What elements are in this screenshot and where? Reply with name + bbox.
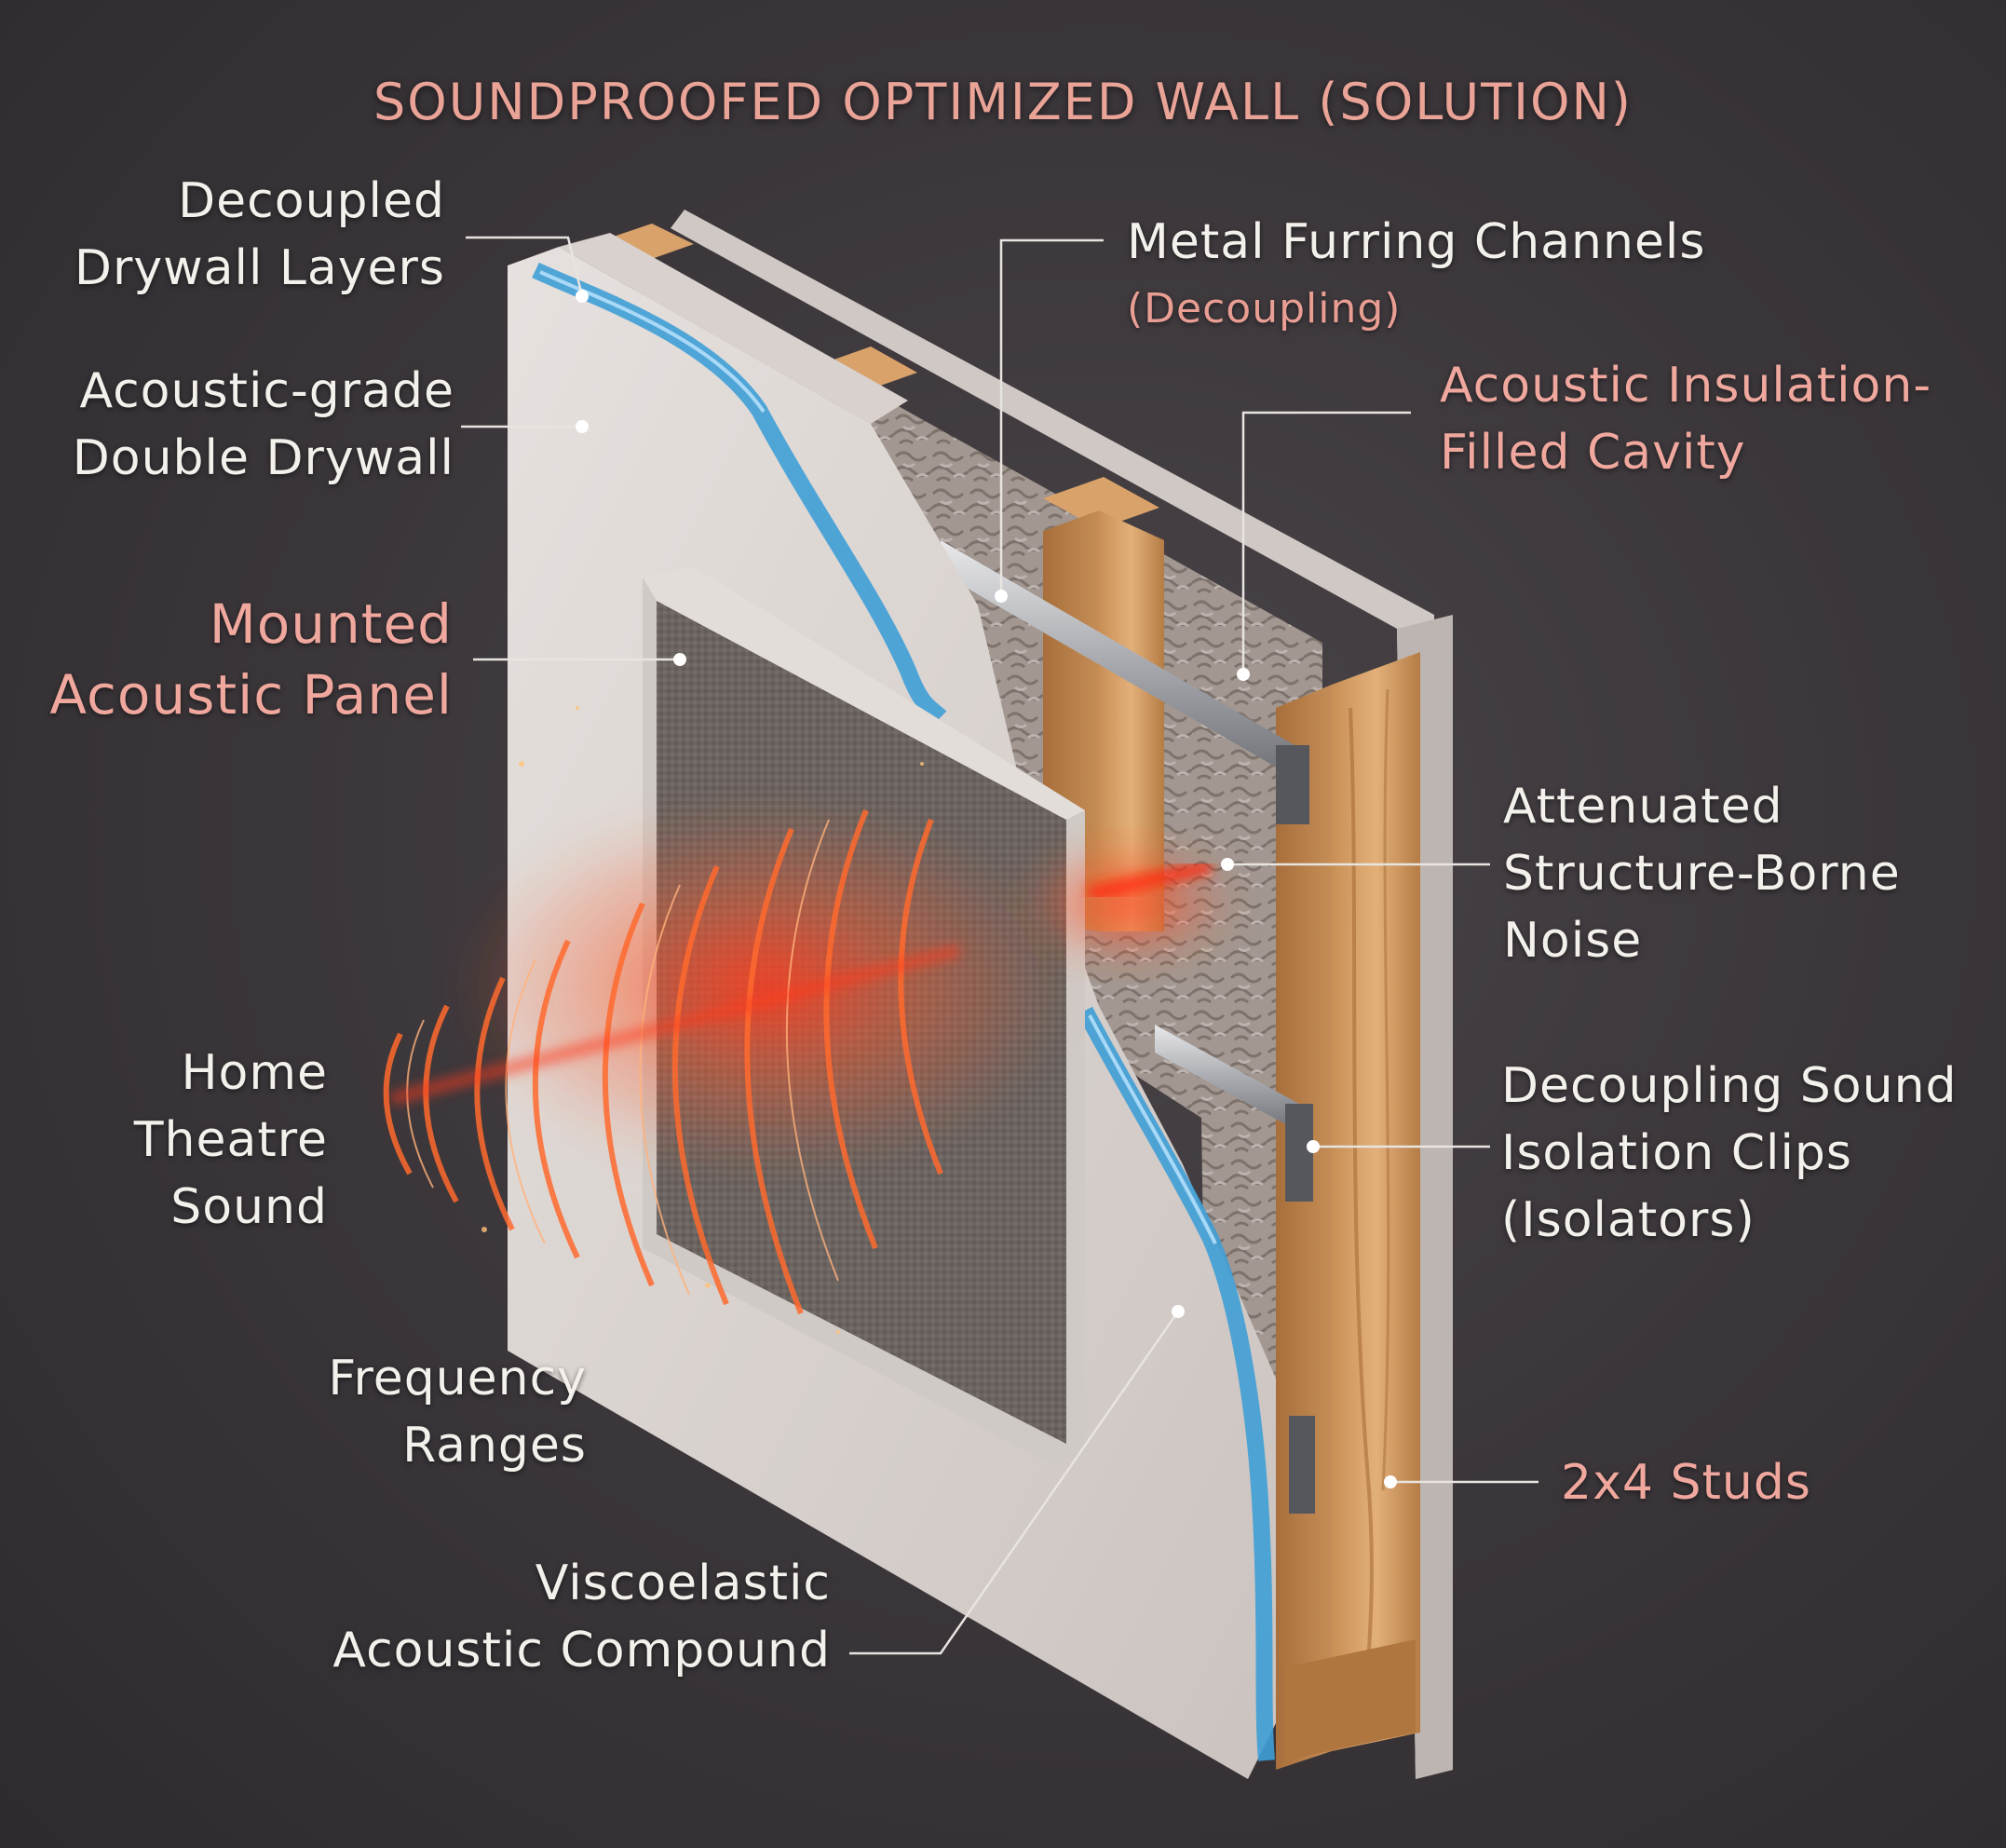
viscoelastic-layer (532, 262, 1275, 1761)
label-line: Ranges (402, 1418, 587, 1474)
diagram-title: SOUNDPROOFED OPTIMIZED WALL (SOLUTION) (373, 73, 1633, 131)
label-frequency-ranges: Frequency Ranges (328, 1345, 587, 1479)
label-line: Viscoelastic (535, 1556, 831, 1611)
label-line: Drywall Layers (74, 240, 445, 296)
furring-channels (941, 540, 1315, 1514)
label-mounted-panel: Mounted Acoustic Panel (49, 589, 453, 730)
label-acoustic-double-drywall: Acoustic-grade Double Drywall (73, 358, 454, 492)
label-line: Acoustic Compound (332, 1623, 831, 1678)
label-line: Acoustic Insulation- (1440, 358, 1932, 414)
label-furring-channels: Metal Furring Channels (Decoupling) (1127, 209, 1705, 343)
label-line: Isolation Clips (1501, 1125, 1852, 1181)
label-insulation-cavity: Acoustic Insulation- Filled Cavity (1440, 352, 1931, 486)
label-line: Attenuated (1503, 779, 1783, 835)
label-line: 2x4 Studs (1561, 1455, 1811, 1511)
label-isolation-clips: Decoupling Sound Isolation Clips (Isolat… (1501, 1053, 1958, 1254)
label-line: Home (181, 1045, 328, 1101)
label-line: Sound (170, 1179, 328, 1235)
leader-dots (576, 290, 1397, 1488)
label-line: Metal Furring Channels (1127, 214, 1706, 270)
label-line: Decoupled (178, 173, 445, 229)
label-viscoelastic: Viscoelastic Acoustic Compound (332, 1550, 831, 1684)
label-decoupled-drywall: Decoupled Drywall Layers (75, 168, 445, 302)
sound-waves (383, 706, 1239, 1334)
leader-lines (461, 236, 1538, 1655)
label-line: Theatre (133, 1112, 328, 1168)
label-line: Double Drywall (72, 430, 454, 486)
label-line: Mounted (209, 592, 453, 656)
label-line: Filled Cavity (1440, 425, 1746, 481)
label-line: Structure-Borne (1503, 846, 1901, 902)
label-line: Acoustic Panel (49, 663, 453, 727)
label-line: (Isolators) (1501, 1192, 1755, 1248)
label-line: Acoustic-grade (79, 363, 454, 419)
label-home-theatre: Home Theatre Sound (134, 1040, 328, 1241)
label-line: Noise (1503, 913, 1643, 969)
label-line: Frequency (328, 1351, 587, 1406)
label-line: Decoupling Sound (1501, 1058, 1958, 1114)
label-studs: 2x4 Studs (1561, 1449, 1811, 1516)
label-attenuated-noise: Attenuated Structure-Borne Noise (1503, 773, 1901, 974)
label-subline: (Decoupling) (1127, 285, 1402, 333)
